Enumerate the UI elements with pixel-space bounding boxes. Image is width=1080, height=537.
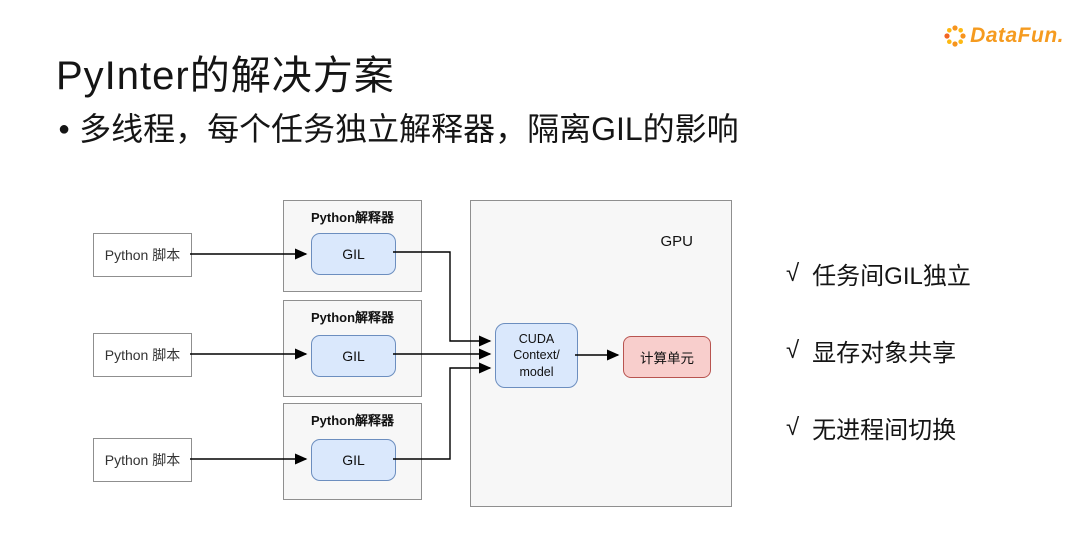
gpu-label: GPU: [660, 233, 693, 250]
interpreter-box-2: Python解释器 GIL: [283, 300, 422, 397]
gil-label: GIL: [342, 246, 365, 262]
check-item-text: 无进程间切换: [812, 417, 957, 444]
interpreter-title: Python解释器: [310, 413, 395, 428]
check-item-text: 显存对象共享: [812, 340, 957, 367]
check-item-1: √ 任务间GIL独立: [786, 256, 971, 291]
check-item-3: √ 无进程间切换: [786, 410, 971, 445]
interpreter-title: Python解释器: [310, 210, 395, 225]
python-script-label: Python 脚本: [104, 347, 181, 363]
check-mark-icon: √: [786, 336, 800, 364]
bullet-marker: ●: [58, 118, 71, 140]
gil-label: GIL: [342, 452, 365, 468]
python-script-box-2: Python 脚本: [93, 333, 192, 377]
interpreter-box-1: Python解释器 GIL: [283, 200, 422, 292]
check-item-2: √ 显存对象共享: [786, 333, 971, 368]
interpreter-title: Python解释器: [310, 310, 395, 325]
datafun-logo-text: DataFun.: [970, 24, 1064, 47]
interpreter-box-3: Python解释器 GIL: [283, 403, 422, 500]
gil-box-3: GIL: [311, 439, 396, 481]
cuda-context-box: CUDA Context/ model: [495, 323, 578, 388]
check-mark-icon: √: [786, 259, 800, 287]
cuda-line: model: [519, 364, 554, 379]
gil-label: GIL: [342, 348, 365, 364]
checklist: √ 任务间GIL独立 √ 显存对象共享 √ 无进程间切换: [786, 256, 971, 487]
python-script-label: Python 脚本: [104, 247, 181, 263]
gpu-box: GPU CUDA Context/ model 计算单元: [470, 200, 732, 507]
bullet-line: ● 多线程，每个任务独立解释器，隔离GIL的影响: [58, 104, 739, 150]
cuda-line: CUDA: [518, 332, 555, 347]
bullet-text: 多线程，每个任务独立解释器，隔离GIL的影响: [79, 111, 739, 147]
datafun-logo: DataFun.: [943, 24, 1064, 48]
compute-unit-box: 计算单元: [623, 336, 711, 378]
gil-box-1: GIL: [311, 233, 396, 275]
page-title: PyInter的解决方案: [56, 53, 395, 98]
datafun-logo-icon: [944, 25, 966, 47]
check-item-text: 任务间GIL独立: [812, 263, 971, 290]
cuda-line: Context/: [513, 348, 560, 363]
python-script-box-3: Python 脚本: [93, 438, 192, 482]
gil-box-2: GIL: [311, 335, 396, 377]
check-mark-icon: √: [786, 413, 800, 441]
compute-unit-label: 计算单元: [640, 351, 694, 366]
python-script-label: Python 脚本: [104, 452, 181, 468]
python-script-box-1: Python 脚本: [93, 233, 192, 277]
